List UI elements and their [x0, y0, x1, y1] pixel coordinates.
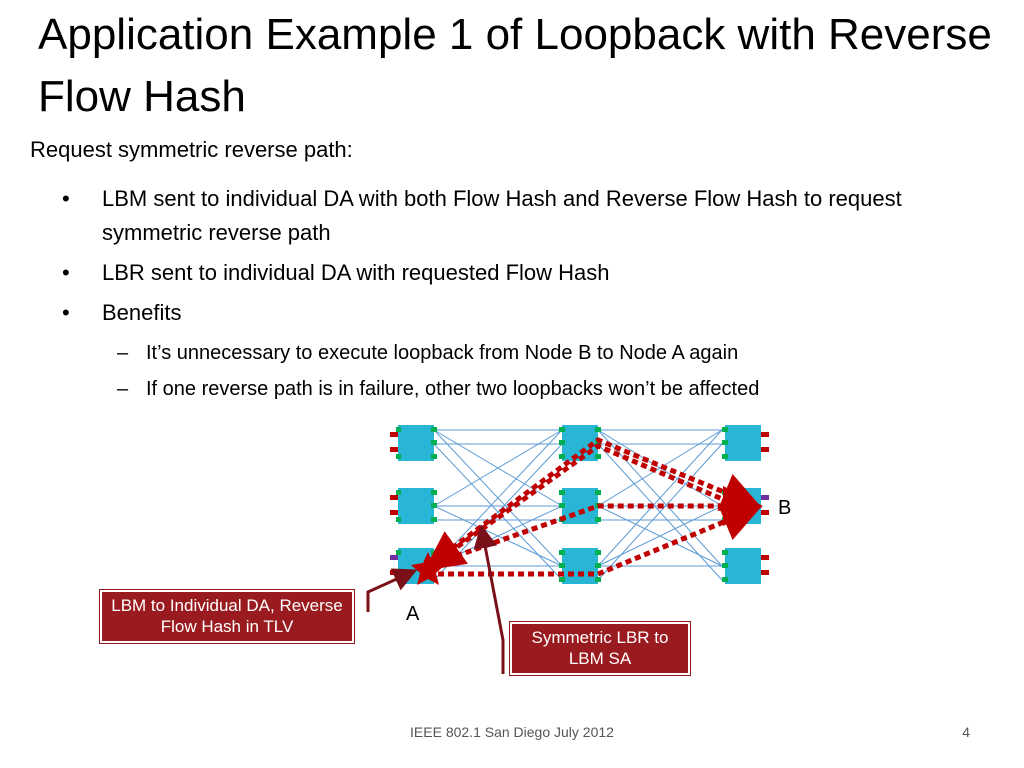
page-number: 4 — [962, 724, 970, 740]
slide-footer: IEEE 802.1 San Diego July 2012 — [410, 724, 614, 740]
bullet-dot-icon: • — [62, 186, 70, 211]
switch-node — [390, 488, 437, 524]
mesh-links — [433, 429, 723, 581]
switch-node — [390, 425, 437, 461]
callout-lbm: LBM to Individual DA, Reverse Flow Hash … — [99, 589, 355, 644]
bullet-dot-icon: • — [62, 260, 70, 285]
dash-icon: – — [117, 378, 129, 400]
node-a-star-icon — [411, 552, 445, 585]
switch-node — [722, 548, 769, 584]
dash-icon: – — [117, 342, 129, 364]
path-upper — [426, 437, 762, 569]
callout-lbr: Symmetric LBR to LBM SA — [509, 621, 691, 676]
sub-bullet-text: If one reverse path is in failure, other… — [146, 378, 760, 400]
switch-node — [722, 425, 769, 461]
callout-pointers — [366, 524, 505, 674]
bullet-text: LBR sent to individual DA with requested… — [102, 260, 610, 285]
bullet-text: LBM sent to individual DA with both Flow… — [102, 186, 902, 245]
node-b-label: B — [778, 497, 792, 519]
switch-node — [559, 425, 601, 461]
bullet-text: Benefits — [102, 300, 182, 325]
sub-bullet-text: It’s unnecessary to execute loopback fro… — [146, 342, 739, 364]
slide-subtitle: Request symmetric reverse path: — [30, 137, 353, 162]
path-reverse — [423, 443, 749, 571]
path-lower — [428, 503, 762, 577]
slide-title: Application Example 1 of Loopback with R… — [38, 10, 992, 121]
bullet-dot-icon: • — [62, 300, 70, 325]
switch-node — [559, 548, 601, 584]
node-a-label: A — [406, 603, 420, 625]
